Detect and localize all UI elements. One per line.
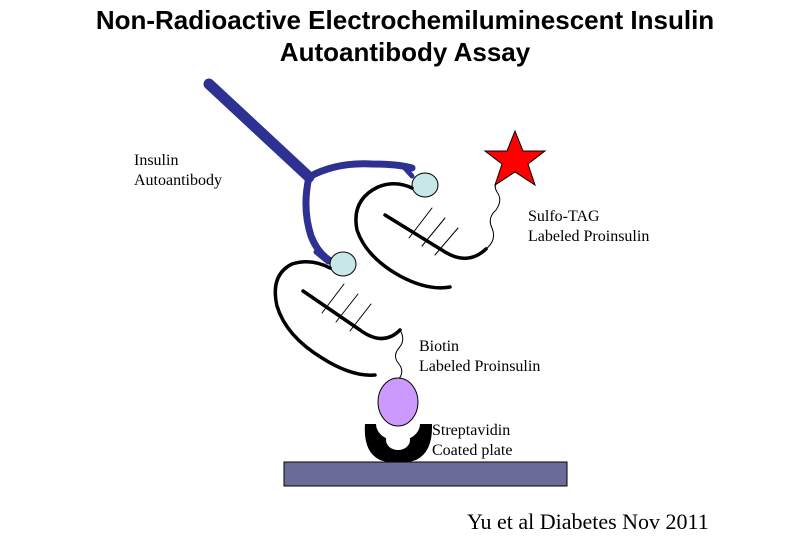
streptavidin-label: Streptavidin Coated plate <box>432 421 512 461</box>
lower-disulfide-1 <box>321 283 345 314</box>
label-line: Labeled Proinsulin <box>528 228 650 245</box>
title-line-1: Non-Radioactive Electrochemiluminescent … <box>95 5 715 35</box>
label-line: Coated plate <box>432 442 513 459</box>
antibody-right-arm <box>305 160 416 181</box>
label-line: Insulin <box>134 152 179 169</box>
biotin-ellipse <box>377 377 419 427</box>
lower-hairpin-inner <box>301 289 402 341</box>
upper-disulfide-1 <box>408 207 433 239</box>
biotin-linker <box>395 329 404 381</box>
citation: Yu et al Diabetes Nov 2011 <box>467 509 709 534</box>
upper-hairpin-inner <box>383 213 488 260</box>
title-line-2: Autoantibody Assay <box>279 37 531 67</box>
label-line: Biotin <box>419 338 460 355</box>
label-line: Streptavidin <box>432 422 511 439</box>
upper-disulfide-3 <box>434 227 459 256</box>
antibody-right-arm-tip <box>400 163 415 179</box>
insulin-bead-upper <box>411 172 439 198</box>
upper-disulfide-2 <box>421 217 446 247</box>
lower-hairpin-outer <box>273 260 377 377</box>
insulin-autoantibody <box>203 78 416 266</box>
label-line: Sulfo-TAG <box>528 208 600 225</box>
coated-plate <box>283 461 568 487</box>
biotin-proinsulin <box>273 260 404 381</box>
streptavidin-hole <box>386 430 410 450</box>
antibody-left-arm <box>302 173 336 266</box>
label-line: Labeled Proinsulin <box>419 358 541 375</box>
diagram-title: Non-Radioactive Electrochemiluminescent … <box>0 4 810 68</box>
lower-disulfide-3 <box>349 303 372 332</box>
antibody-left-arm-tip <box>313 249 331 265</box>
sulfo-tag-label: Sulfo-TAG Labeled Proinsulin <box>528 207 649 247</box>
upper-hairpin-outer <box>354 182 452 290</box>
insulin-autoantibody-label: Insulin Autoantibody <box>134 151 222 191</box>
label-line: Autoantibody <box>134 172 222 189</box>
lower-disulfide-2 <box>335 293 359 323</box>
insulin-bead-lower <box>329 251 357 277</box>
sulfo-tag-star <box>483 129 547 187</box>
antibody-stem <box>203 78 315 183</box>
biotin-label: Biotin Labeled Proinsulin <box>419 337 540 377</box>
